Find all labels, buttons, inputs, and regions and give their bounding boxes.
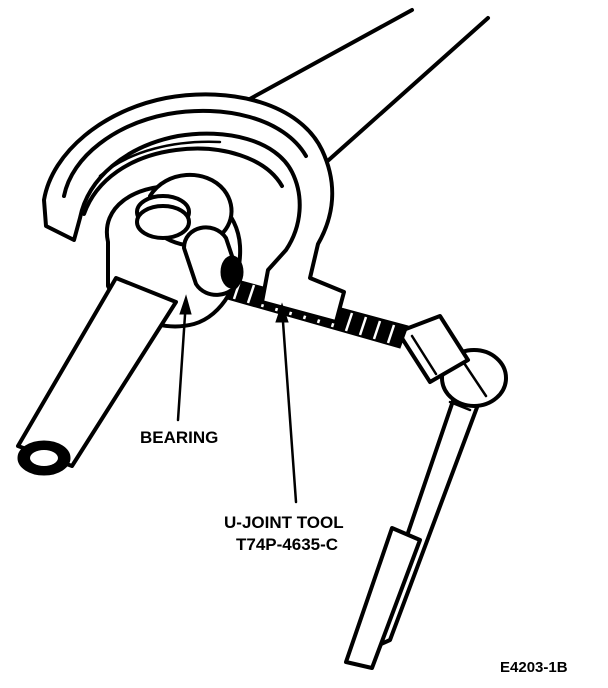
socket	[396, 314, 470, 384]
driveshaft-tube	[224, 8, 490, 168]
ratchet-handle	[344, 348, 508, 670]
figure-id-label: E4203-1B	[500, 659, 568, 676]
tool-part-number-label: T74P-4635-C	[236, 535, 338, 554]
leader-lines	[176, 294, 298, 504]
yoke-shaft	[16, 276, 178, 476]
bearing-label: BEARING	[140, 428, 218, 447]
c-frame-tool	[42, 92, 346, 324]
tool-name-label: U-JOINT TOOL	[224, 513, 344, 532]
bearing-cup	[135, 194, 244, 297]
